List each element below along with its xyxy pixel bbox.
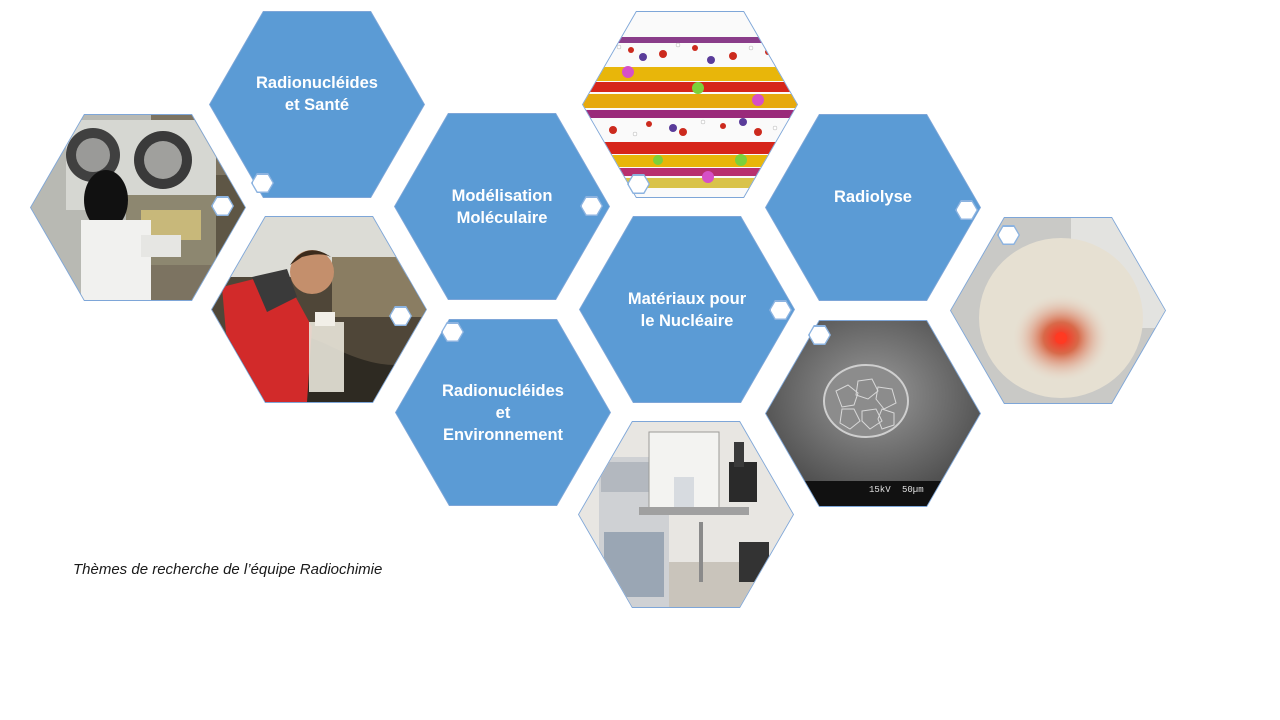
theme-hex-materials: Matériaux pour le Nucléaire — [579, 216, 795, 403]
figure-caption: Thèmes de recherche de l’équipe Radiochi… — [73, 561, 383, 578]
photo-hex-molecular — [582, 11, 798, 198]
photo-hex-glovebox — [30, 114, 246, 301]
theme-label-materials: Matériaux pour le Nucléaire — [627, 289, 747, 330]
theme-label-radiolysis: Radiolyse — [834, 187, 912, 206]
small-hexagon-icon — [808, 325, 831, 345]
lab-instruments-photo — [579, 422, 793, 607]
small-hexagon-icon — [211, 196, 234, 216]
theme-hex-environment: Radionucléides et Environnement — [395, 319, 611, 506]
sem-scale-bar: 50µm — [902, 485, 924, 495]
radiolysis-sample-photo — [951, 218, 1165, 403]
small-hexagon-icon — [769, 300, 792, 320]
theme-hex-health: Radionucléides et Santé — [209, 11, 425, 198]
small-hexagon-icon — [627, 174, 650, 194]
photo-hex-lab — [578, 421, 794, 608]
small-hexagon-icon — [580, 196, 603, 216]
glovebox-photo — [31, 115, 245, 300]
small-hexagon-icon — [955, 200, 978, 220]
theme-hex-radiolysis: Radiolyse — [765, 114, 981, 301]
small-hexagon-icon — [251, 173, 274, 193]
sem-scale-voltage: 15kV — [869, 485, 891, 495]
theme-label-health: Radionucléides et Santé — [256, 73, 378, 114]
photo-hex-radiolysis — [950, 217, 1166, 404]
small-hexagon-icon — [997, 225, 1020, 245]
sem-micrograph: 15kV 50µm — [766, 321, 980, 506]
small-hexagon-icon — [389, 306, 412, 326]
theme-label-modeling: Modélisation Moléculaire — [451, 186, 553, 227]
photo-hex-sem: 15kV 50µm — [765, 320, 981, 507]
theme-label-environment: Radionucléides et Environnement — [442, 381, 564, 444]
molecular-structure-image — [583, 12, 797, 197]
theme-hex-modeling: Modélisation Moléculaire — [394, 113, 610, 300]
small-hexagon-icon — [441, 322, 464, 342]
